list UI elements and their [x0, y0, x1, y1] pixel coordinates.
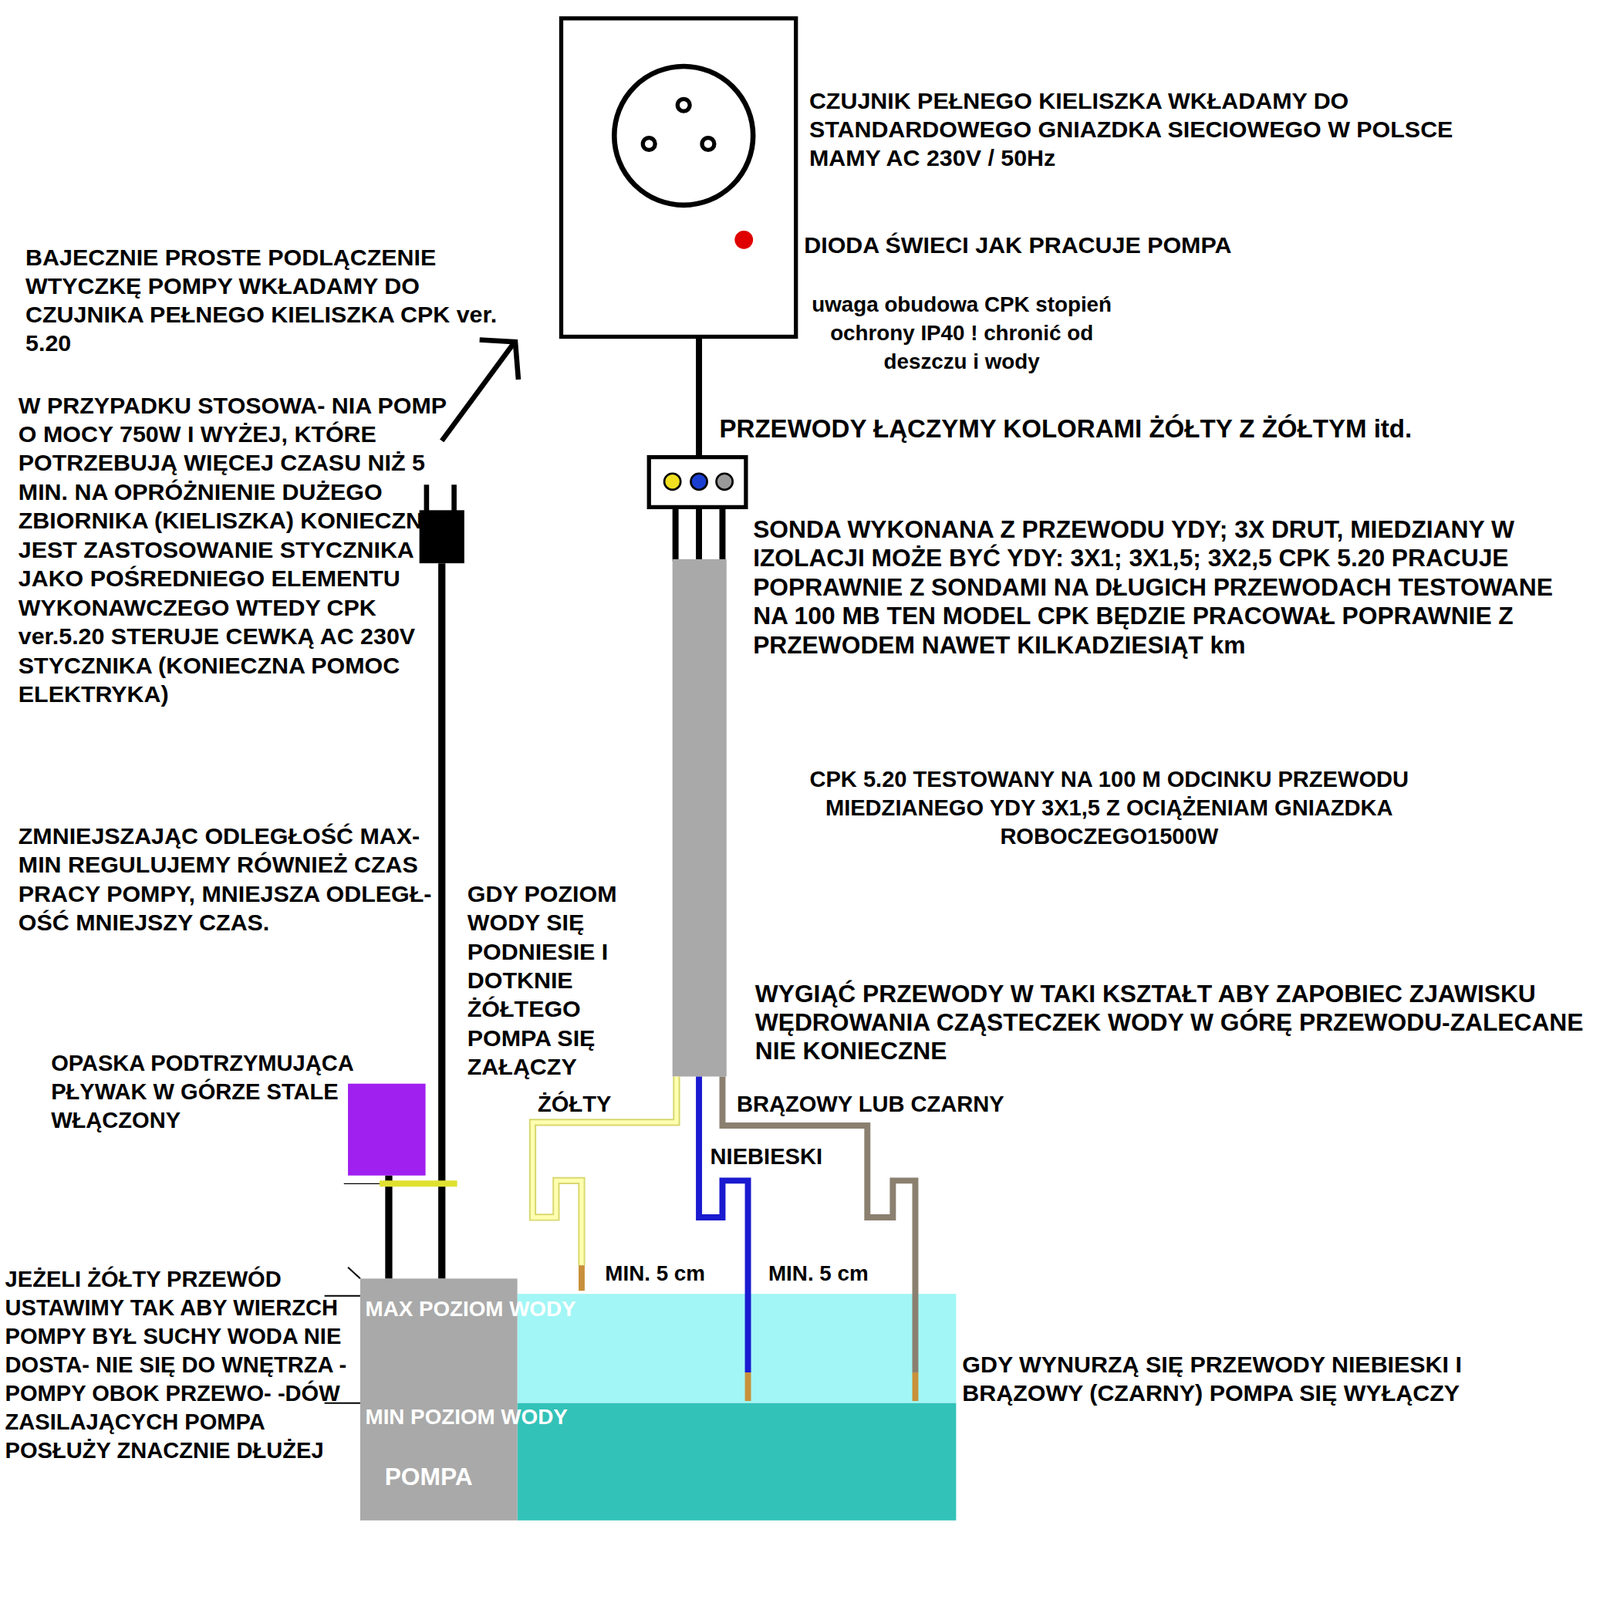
note-text: GDY POZIOM WODY SIĘ PODNIESIE I DOTKNIE …: [467, 879, 670, 1081]
note-text: DIODA ŚWIECI JAK PRACUJE POMPA: [803, 230, 1335, 260]
yellow-wire: [532, 1076, 677, 1266]
float-switch: [347, 1083, 426, 1176]
level-label: MIN POZIOM WODY: [365, 1404, 568, 1430]
strap: [379, 1180, 458, 1187]
wire-tip: [911, 1372, 919, 1401]
note-text: BRĄZOWY LUB CZARNY: [736, 1090, 1084, 1119]
float-cable: [384, 1175, 392, 1280]
note-text: W PRZYPADKU STOSOWA- NIA POMP O MOCY 750…: [18, 391, 458, 709]
note-text: MIN. 5 cm: [604, 1259, 743, 1288]
arrow-line: [442, 344, 514, 442]
led: [734, 230, 753, 250]
note-text: PRZEWODY ŁĄCZYMY KOLORAMI ŻÓŁTY Z ŻÓŁTYM…: [719, 413, 1567, 445]
wire: [695, 506, 703, 561]
note-text: CPK 5.20 TESTOWANY NA 100 M ODCINKU PRZE…: [736, 765, 1482, 851]
terminal: [664, 473, 681, 490]
pump-label: POMPA: [384, 1461, 473, 1492]
yellow-wire: [532, 1076, 677, 1266]
pump-box: POMPA: [360, 1278, 518, 1520]
cable: [695, 336, 703, 457]
pump-cable: [438, 563, 446, 1279]
terminal: [716, 473, 733, 490]
wire-tip: [578, 1265, 585, 1291]
water-upper: [517, 1293, 957, 1404]
brown-wire: [722, 1076, 915, 1373]
plug-prong: [451, 484, 457, 513]
note-text: SONDA WYKONANA Z PRZEWODU YDY; 3X DRUT, …: [752, 515, 1560, 660]
note-text: ŻÓŁTY: [537, 1090, 650, 1119]
wire: [719, 506, 726, 561]
socket-pin: [677, 98, 690, 112]
terminal-block: [648, 457, 746, 508]
note-text: ZMNIEJSZAJĄC ODLEGŁOŚĆ MAX-MIN REGULUJEM…: [18, 821, 448, 938]
note-text: NIEBIESKI: [710, 1142, 864, 1172]
note-text: MIN. 5 cm: [768, 1259, 907, 1288]
water-level-band: MAX POZIOM WODY: [360, 1293, 956, 1404]
arrow-head: [479, 339, 519, 380]
leader-line: [344, 1183, 380, 1185]
level-label: MAX POZIOM WODY: [365, 1296, 577, 1322]
note-text: GDY WYNURZĄ SIĘ PRZEWODY NIEBIESKI I BRĄ…: [962, 1350, 1462, 1408]
note-text: BAJECZNIE PROSTE PODLĄCZENIE WTYCZKĘ POM…: [25, 243, 516, 358]
wire: [672, 506, 679, 561]
socket-housing: [560, 18, 796, 338]
water-level-band: MIN POZIOM WODY: [360, 1403, 956, 1521]
socket-hole: [702, 138, 715, 151]
terminal: [690, 473, 707, 490]
note-text: CZUJNIK PEŁNEGO KIELISZKA WKŁADAMY DO ST…: [809, 86, 1463, 173]
socket-hole: [642, 138, 655, 151]
note-text: uwaga obudowa CPK stopień ochrony IP40 !…: [785, 290, 1138, 376]
wire-tip: [745, 1372, 752, 1401]
note-text: WYGIĄĆ PRZEWODY W TAKI KSZTAŁT ABY ZAPOB…: [755, 979, 1594, 1066]
water-lower: [517, 1403, 957, 1521]
socket-outlet: [614, 66, 753, 206]
leader-line: [347, 1267, 361, 1280]
note-text: JEŻELI ŻÓŁTY PRZEWÓD USTAWIMY TAK ABY WI…: [5, 1265, 358, 1465]
probe-cable: [672, 559, 727, 1077]
note-text: OPASKA PODTRZYMUJĄCA PŁYWAK W GÓRZE STAL…: [50, 1049, 439, 1135]
